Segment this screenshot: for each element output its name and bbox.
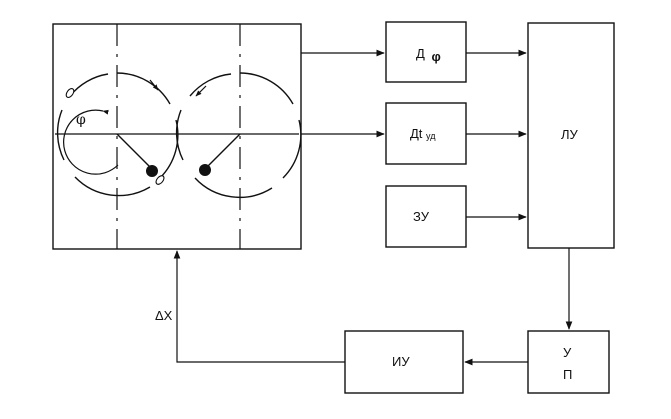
left-roller-top (65, 88, 75, 98)
left-roller-bottom (155, 175, 165, 185)
arrow-actuator-to-object (173, 250, 345, 363)
left-ball (146, 165, 158, 177)
angle-label: φ (76, 112, 86, 128)
actuator-block: ИУ (344, 330, 464, 394)
rotation-arrow-left (149, 79, 159, 91)
logic-block: ЛУ (527, 22, 615, 249)
amplifier-line2: П (563, 367, 572, 382)
memory-label: ЗУ (413, 209, 430, 224)
svg-text:Д φ: Д φ (416, 46, 441, 64)
svg-text:Дt уд: Дt уд (410, 126, 436, 141)
sensor-phi-sub: φ (431, 49, 440, 64)
right-rotor (175, 72, 302, 199)
right-ball (199, 164, 211, 176)
right-pointer (205, 133, 241, 169)
sensor-t-block: Дt уд (385, 102, 467, 165)
sensor-phi-block: Д φ (385, 21, 467, 83)
sensor-t-main: Дt (410, 126, 423, 141)
object-frame: φ (52, 23, 302, 250)
rotation-arrow-right (195, 85, 207, 97)
amplifier-line1: У (563, 345, 572, 360)
amplifier-block: У П (527, 330, 610, 394)
angle-arc (63, 109, 119, 175)
sensor-phi-main: Д (416, 46, 425, 61)
connections (173, 49, 573, 366)
sensor-t-sub: уд (426, 131, 436, 141)
feedback-label: ΔX (155, 308, 173, 323)
logic-label: ЛУ (561, 127, 579, 142)
left-pointer (116, 133, 153, 170)
actuator-label: ИУ (392, 354, 410, 369)
memory-block: ЗУ (385, 185, 467, 248)
